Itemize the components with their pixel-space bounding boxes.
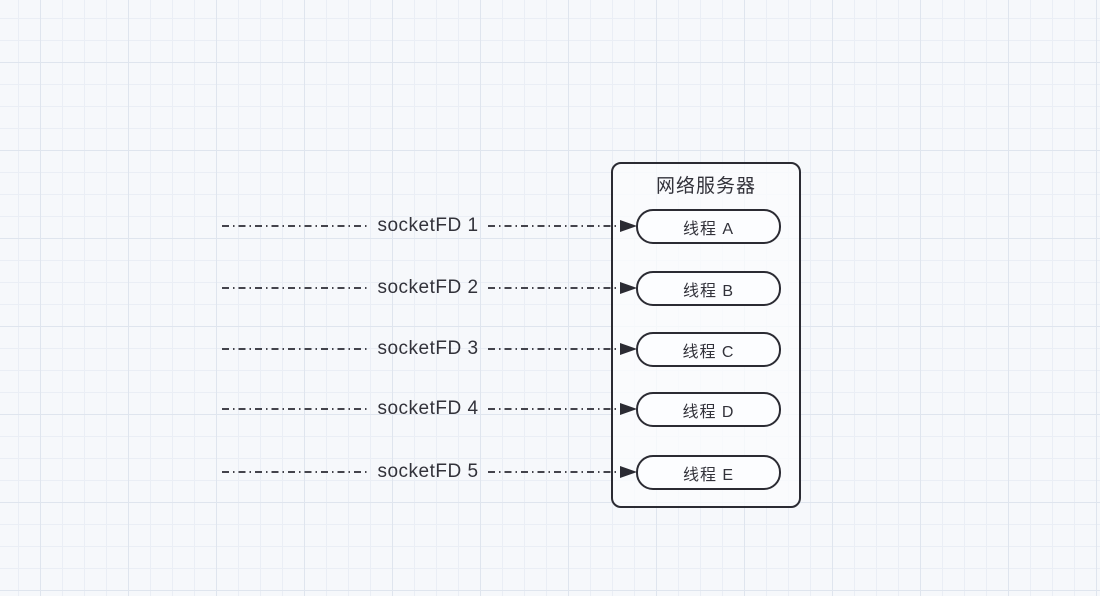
thread-node-b: 线程 B	[636, 271, 781, 306]
socket-connector	[222, 466, 637, 478]
socket-connector	[222, 282, 637, 294]
arrowhead-icon	[620, 343, 637, 355]
arrowhead-icon	[620, 220, 637, 232]
socket-label-4: socketFD 4	[377, 398, 479, 419]
socket-connector	[222, 220, 637, 232]
socket-label-5: socketFD 5	[377, 461, 479, 482]
socket-label-2: socketFD 2	[377, 277, 479, 298]
socket-connector	[222, 403, 637, 415]
thread-node-d: 线程 D	[636, 392, 781, 427]
socket-connector	[222, 343, 637, 355]
socket-label-1: socketFD 1	[377, 215, 479, 236]
thread-node-e: 线程 E	[636, 455, 781, 490]
thread-node-c: 线程 C	[636, 332, 781, 367]
thread-node-a: 线程 A	[636, 209, 781, 244]
socket-label-3: socketFD 3	[377, 338, 479, 359]
server-title: 网络服务器	[655, 176, 756, 197]
arrowhead-icon	[620, 403, 637, 415]
arrowhead-icon	[620, 282, 637, 294]
arrowhead-icon	[620, 466, 637, 478]
